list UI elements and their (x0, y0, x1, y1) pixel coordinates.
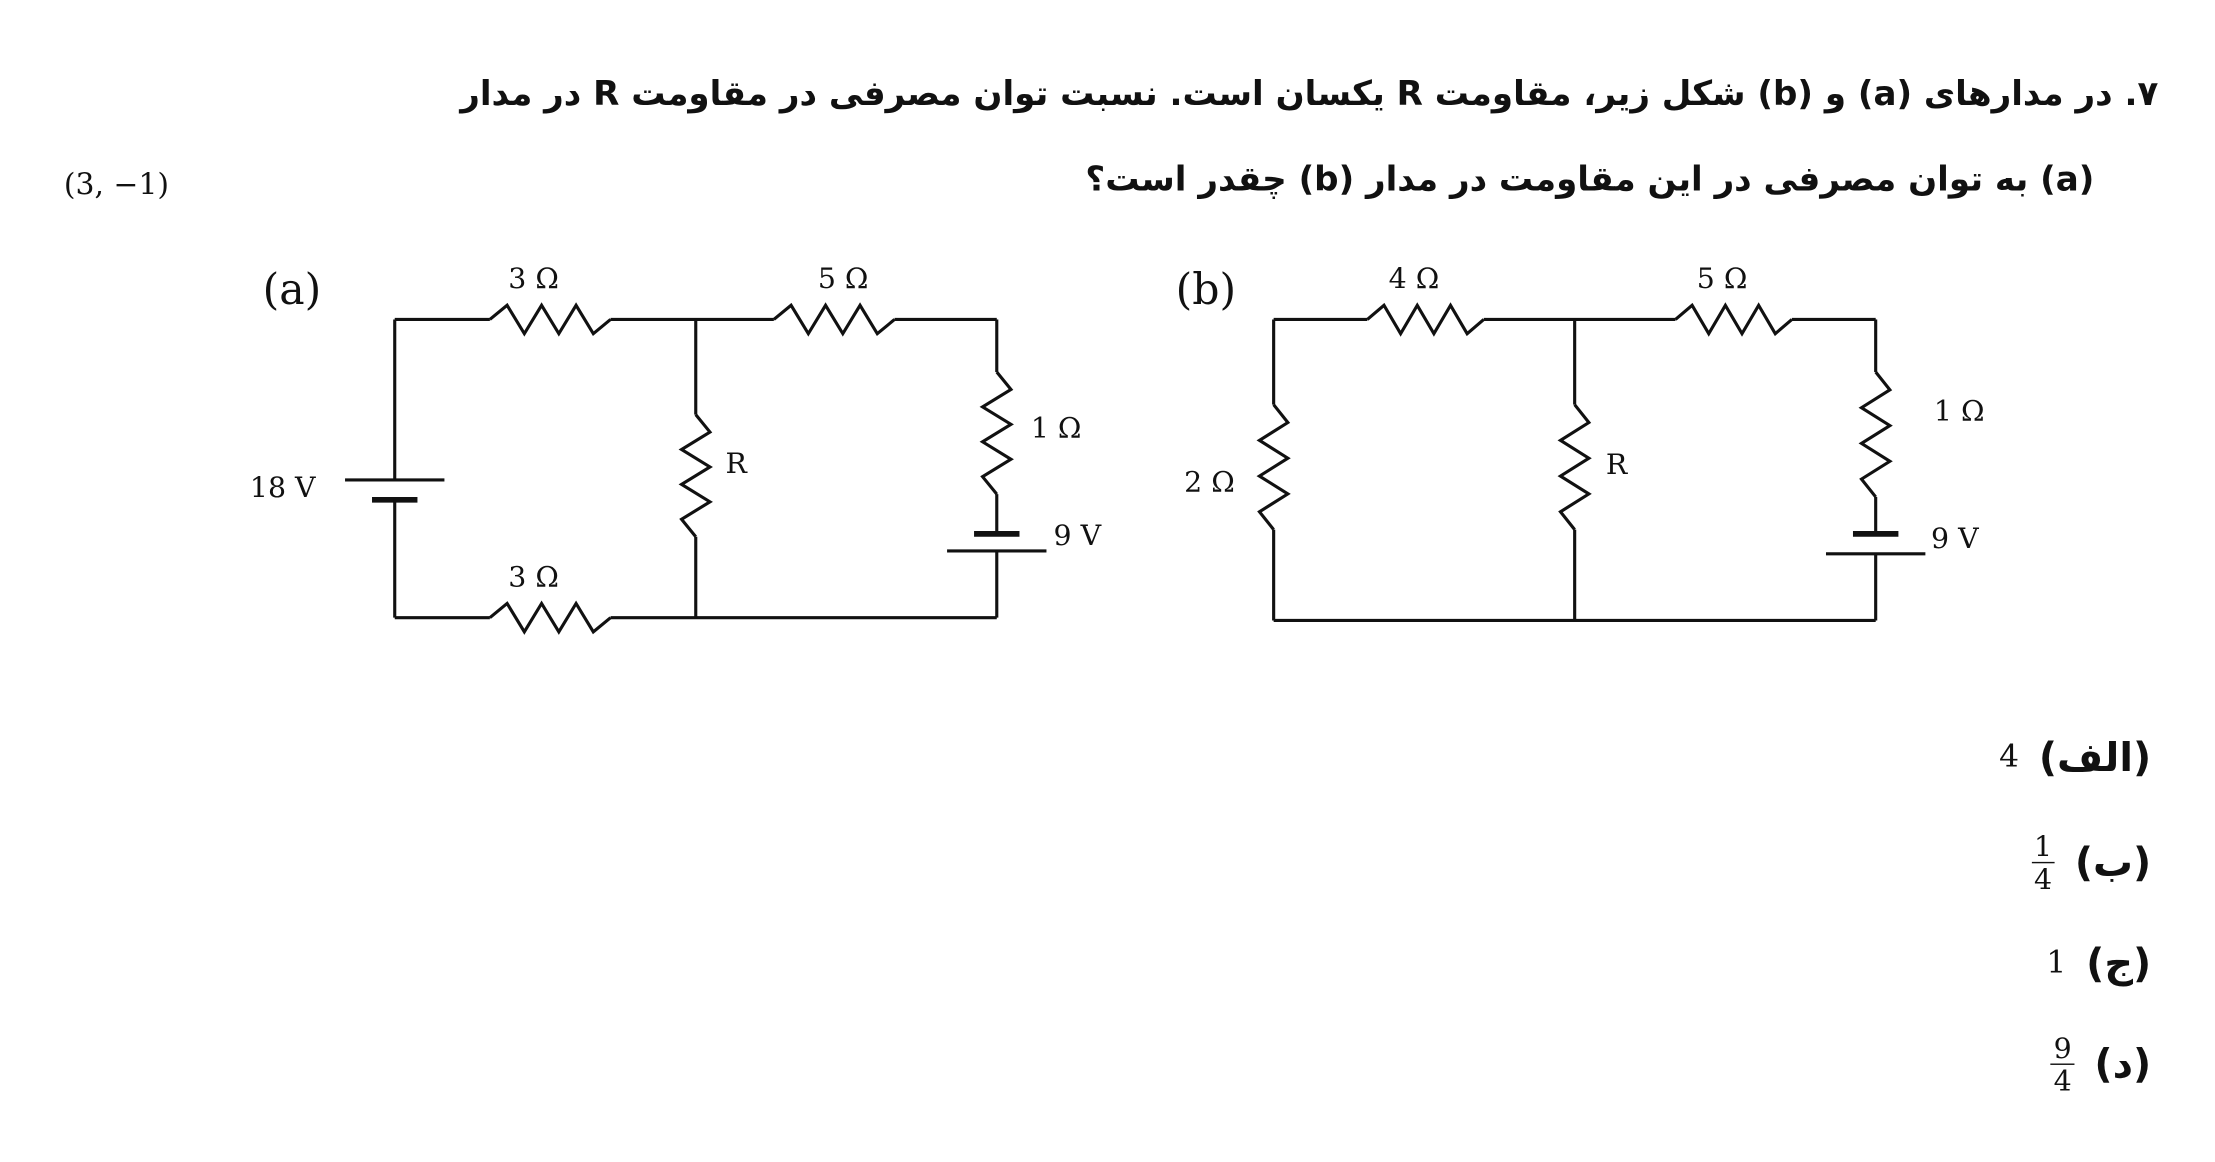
option-be[interactable]: 1 4 (ب) (2031, 831, 2151, 895)
circuit-b-label: (b) (1176, 265, 1236, 315)
circuit-a-top-left-resistor-label: 3 Ω (508, 262, 559, 295)
resistor-3ohm-top-icon (488, 302, 612, 337)
circuit-b-top-right-resistor-label: 5 Ω (1697, 262, 1748, 295)
resistor-2ohm-icon (1256, 403, 1291, 531)
resistor-5ohm-b-icon (1674, 302, 1793, 337)
circuit-a-top-right-resistor-label: 5 Ω (818, 262, 869, 295)
circuit-a-R-label: R (726, 447, 749, 480)
option-alef-label: (الف) (2038, 734, 2152, 781)
option-jim-value: 1 (2046, 945, 2067, 982)
denominator: 4 (2034, 861, 2053, 896)
circuit-a-bottom-resistor-label: 3 Ω (508, 560, 559, 593)
margin-note: (3, −1) (63, 167, 170, 202)
question-line-1: ۷. در مدارهای (a) و (b) شکل زیر، مقاومت … (460, 73, 2159, 114)
option-dal-fraction: 9 4 (2050, 1032, 2075, 1098)
option-be-label: (ب) (2074, 839, 2152, 887)
circuit-a-1ohm-label: 1 Ω (1031, 411, 1082, 444)
circuit-a-18v-label: 18 V (250, 471, 316, 504)
resistor-R-b-icon (1557, 403, 1592, 531)
resistor-R-a-icon (678, 413, 713, 538)
resistor-1ohm-a-icon (979, 371, 1014, 496)
numerator: 9 (2050, 1032, 2075, 1065)
resistor-4ohm-icon (1366, 302, 1485, 337)
circuit-b-top-left-resistor-label: 4 Ω (1389, 262, 1440, 295)
question-line-2: (a) به توان مصرفی در این مقاومت در مدار … (1085, 159, 2095, 199)
circuit-b-1ohm-label: 1 Ω (1934, 394, 1985, 427)
numerator: 1 (2031, 831, 2055, 864)
option-dal[interactable]: 9 4 (د) (2050, 1032, 2152, 1098)
option-be-fraction: 1 4 (2031, 831, 2055, 895)
resistor-5ohm-icon (772, 302, 896, 337)
option-jim[interactable]: 1 (ج) (2046, 940, 2151, 987)
circuit-b-2ohm-label: 2 Ω (1184, 465, 1235, 498)
option-dal-label: (د) (2094, 1040, 2152, 1088)
resistor-1ohm-b-icon (1858, 371, 1893, 498)
circuit-a-9v-label: 9 V (1054, 519, 1102, 552)
option-jim-label: (ج) (2086, 939, 2152, 987)
resistor-3ohm-bottom-icon (488, 600, 612, 635)
circuit-a-label: (a) (263, 265, 322, 315)
option-alef[interactable]: 4 (الف) (1999, 734, 2151, 781)
option-alef-value: 4 (1999, 739, 2020, 776)
denominator: 4 (2053, 1063, 2072, 1098)
circuit-b-9v-label: 9 V (1931, 522, 1979, 555)
circuit-b-R-label: R (1606, 448, 1629, 481)
